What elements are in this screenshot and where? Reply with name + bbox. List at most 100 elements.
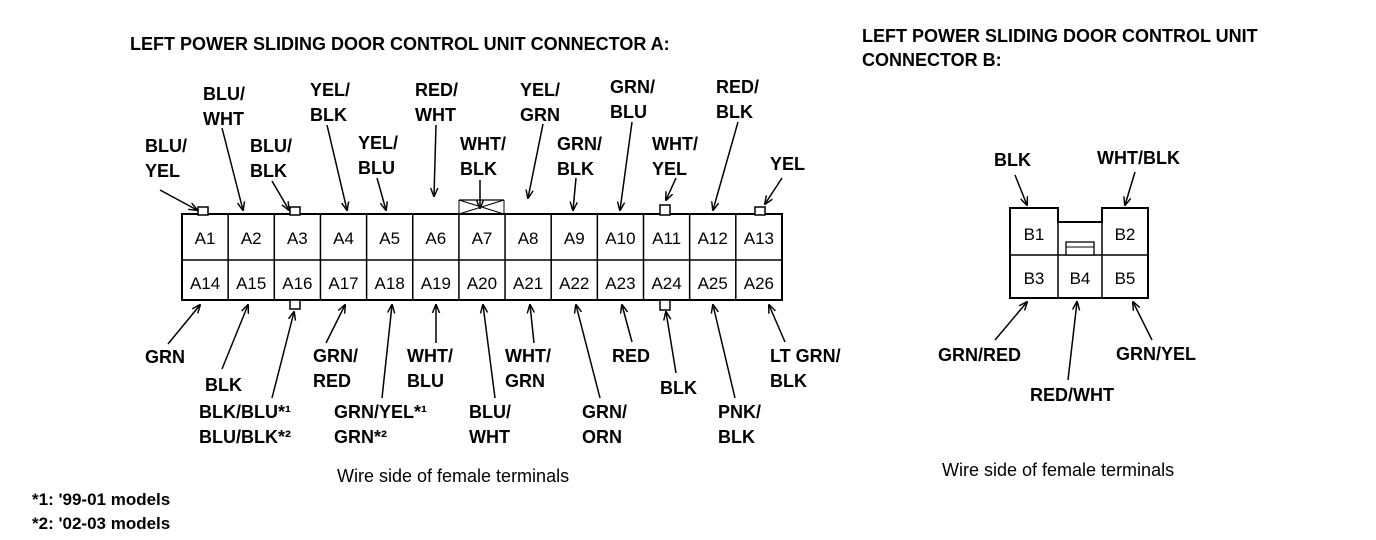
wire-label: BLK xyxy=(994,150,1031,170)
arrow xyxy=(576,305,601,399)
pin-label: A4 xyxy=(333,229,354,248)
arrow xyxy=(167,305,200,345)
pin-label: A9 xyxy=(564,229,585,248)
arrow xyxy=(620,121,633,210)
footnote-1: *1: '99-01 models xyxy=(32,490,170,509)
wire-label: BLU xyxy=(610,102,647,122)
pin-label: A5 xyxy=(379,229,400,248)
wire-label: YEL xyxy=(770,154,805,174)
pin-label: A19 xyxy=(421,274,451,293)
latch-tab xyxy=(289,299,301,310)
wire-label: GRN/YEL xyxy=(1116,344,1196,364)
wire-label: YEL/ xyxy=(358,133,398,153)
wire-label: BLK xyxy=(460,159,497,179)
wire-label: BLK xyxy=(310,105,347,125)
wire-label: WHT xyxy=(469,427,510,447)
pin-label: A13 xyxy=(744,229,774,248)
arrow xyxy=(1067,302,1077,381)
wire-label: ORN xyxy=(582,427,622,447)
arrow xyxy=(622,305,633,343)
wire-label: BLU xyxy=(358,158,395,178)
pin-label: A17 xyxy=(328,274,358,293)
latch-tab xyxy=(659,299,671,311)
pin-label: A11 xyxy=(652,229,681,248)
connector-a-arrows xyxy=(159,121,786,399)
connector-b-title-line1: LEFT POWER SLIDING DOOR CONTROL UNIT xyxy=(862,26,1258,46)
arrow xyxy=(765,177,783,204)
pin-label: A16 xyxy=(282,274,312,293)
arrow xyxy=(434,124,436,196)
key-mark xyxy=(458,199,505,215)
wire-label: GRN/ xyxy=(313,346,358,366)
wire-label: LT GRN/ xyxy=(770,346,841,366)
pin-label: A22 xyxy=(559,274,589,293)
arrow xyxy=(528,123,544,198)
pin-label: A1 xyxy=(195,229,216,248)
pin-label: A8 xyxy=(518,229,539,248)
wire-label: GRN/ xyxy=(557,134,602,154)
pin-label: A12 xyxy=(698,229,728,248)
arrow xyxy=(159,189,197,210)
arrow xyxy=(271,312,294,399)
wire-label: WHT xyxy=(415,105,456,125)
pin-label: A7 xyxy=(472,229,493,248)
wire-label: GRN xyxy=(505,371,545,391)
arrow xyxy=(325,305,345,344)
wire-label: RED/WHT xyxy=(1030,385,1114,405)
pin-label: B2 xyxy=(1115,225,1136,244)
wire-label: BLK xyxy=(205,375,242,395)
pin-label: A15 xyxy=(236,274,266,293)
connector-b-caption: Wire side of female terminals xyxy=(942,460,1174,480)
latch-tab xyxy=(289,206,301,216)
pin-label: B3 xyxy=(1024,269,1045,288)
wire-label: WHT/BLK xyxy=(1097,148,1180,168)
connector-b-title-line2: CONNECTOR B: xyxy=(862,50,1002,70)
wire-label: PNK/ xyxy=(718,402,761,422)
arrow xyxy=(713,305,736,399)
arrow xyxy=(573,177,576,210)
arrow xyxy=(713,121,739,210)
arrow xyxy=(666,177,677,200)
arrow xyxy=(666,312,677,374)
wire-label: WHT/ xyxy=(652,134,698,154)
wire-label: BLU/ xyxy=(469,402,511,422)
arrow xyxy=(1125,171,1136,205)
pin-label: B1 xyxy=(1024,225,1045,244)
wire-label: BLK xyxy=(250,161,287,181)
wire-label: YEL xyxy=(652,159,687,179)
wire-label: GRN xyxy=(145,347,185,367)
wire-label: YEL xyxy=(145,161,180,181)
arrow xyxy=(221,305,248,370)
wire-label: WHT xyxy=(203,109,244,129)
latch-tab xyxy=(659,204,671,216)
wire-label: RED xyxy=(313,371,351,391)
arrow xyxy=(376,177,386,210)
pin-label: A18 xyxy=(375,274,405,293)
wire-label: BLU/ xyxy=(145,136,187,156)
wire-label: GRN/RED xyxy=(938,345,1021,365)
lock-tab xyxy=(1065,241,1095,256)
wire-label: YEL/ xyxy=(520,80,560,100)
connector-b-arrows xyxy=(994,171,1153,381)
pin-label: A26 xyxy=(744,274,774,293)
arrow xyxy=(994,302,1027,341)
wire-label: GRN/YEL*¹ xyxy=(334,402,427,422)
pin-label: A20 xyxy=(467,274,497,293)
latch-tab xyxy=(754,206,766,216)
arrow xyxy=(483,305,496,399)
connector-a-title: LEFT POWER SLIDING DOOR CONTROL UNIT CON… xyxy=(130,34,670,54)
wire-label: RED xyxy=(612,346,650,366)
wire-label: BLU xyxy=(407,371,444,391)
pin-label: A24 xyxy=(651,274,681,293)
connector-b-wire-labels: BLK WHT/BLK GRN/RED RED/WHT GRN/YEL xyxy=(938,148,1196,405)
wire-label: WHT/ xyxy=(460,134,506,154)
wire-label: RED/ xyxy=(415,80,458,100)
arrow xyxy=(769,305,786,343)
footnote-2: *2: '02-03 models xyxy=(32,514,170,533)
wire-label: GRN*² xyxy=(334,427,387,447)
pin-label: A6 xyxy=(425,229,446,248)
arrow xyxy=(1133,302,1153,341)
arrow xyxy=(326,124,347,210)
